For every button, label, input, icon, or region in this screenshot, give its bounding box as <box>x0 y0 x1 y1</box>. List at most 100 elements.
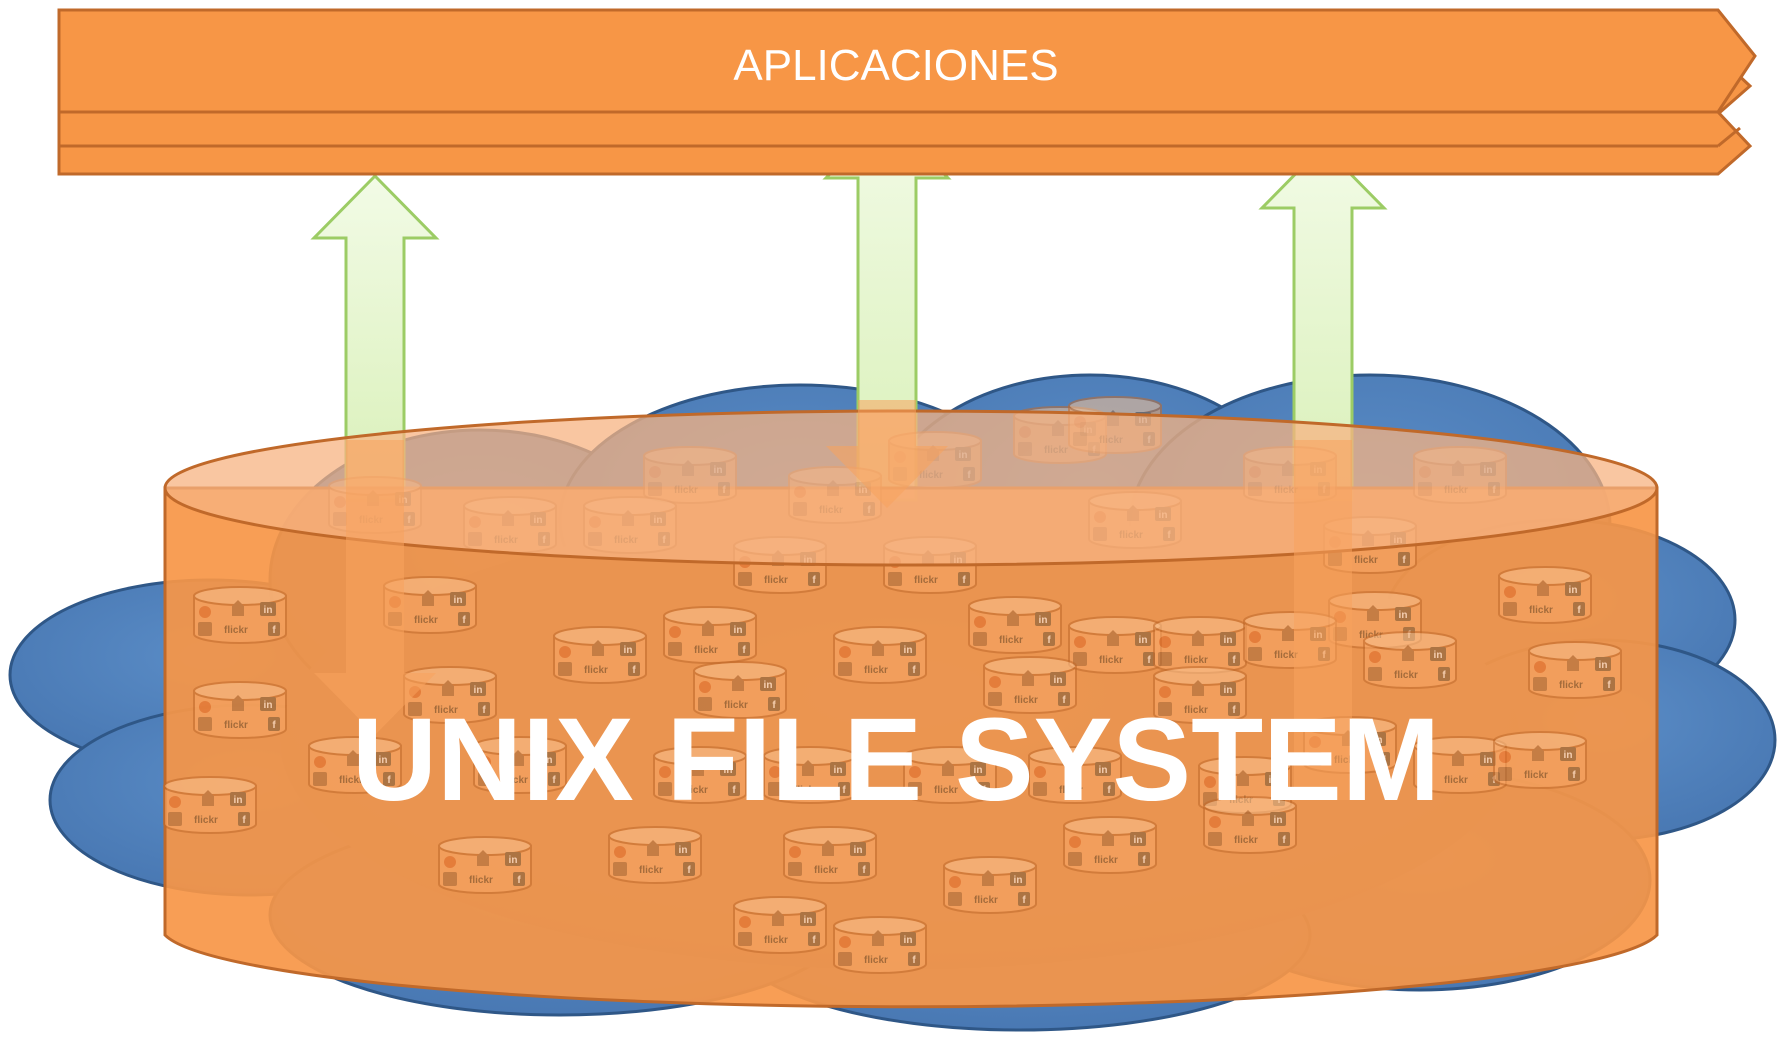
flickr-label: flickr <box>814 865 838 876</box>
rss-icon <box>1069 836 1081 848</box>
applications-banner: APLICACIONES <box>57 8 1757 176</box>
flickr-app-icon <box>408 702 422 716</box>
flickr-app-icon <box>1368 667 1382 681</box>
linkedin-icon <box>1595 657 1611 671</box>
flickr-app-icon <box>838 952 852 966</box>
facebook-icon <box>628 662 640 676</box>
linkedin-label: in <box>1484 755 1493 766</box>
flickr-label: flickr <box>1529 605 1553 616</box>
facebook-icon <box>858 862 870 876</box>
rss-icon <box>659 766 671 778</box>
linkedin-icon <box>540 752 556 766</box>
facebook-icon <box>1058 692 1070 706</box>
firefox-icon <box>872 640 884 656</box>
flickr-app-icon <box>668 642 682 656</box>
facebook-label: f <box>1607 680 1611 691</box>
flickr-label: flickr <box>1274 650 1298 661</box>
flickr-label: flickr <box>1014 695 1038 706</box>
facebook-icon <box>1603 677 1615 691</box>
linkedin-icon <box>375 752 391 766</box>
linkedin-icon <box>1220 632 1236 646</box>
linkedin-label: in <box>1564 750 1573 761</box>
linkedin-label: in <box>804 915 813 926</box>
linkedin-label: in <box>1224 685 1233 696</box>
flickr-app-icon <box>313 772 327 786</box>
facebook-label: f <box>1282 835 1286 846</box>
facebook-icon <box>1568 767 1580 781</box>
facebook-label: f <box>842 785 846 796</box>
rss-icon <box>559 646 571 658</box>
rss-icon <box>1499 751 1511 763</box>
linkedin-icon <box>830 762 846 776</box>
linkedin-icon <box>900 642 916 656</box>
linkedin-label: in <box>1039 615 1048 626</box>
facebook-icon <box>1228 702 1240 716</box>
flickr-label: flickr <box>1354 555 1378 566</box>
firefox-icon <box>592 640 604 656</box>
flickr-label: flickr <box>934 785 958 796</box>
flickr-label: flickr <box>1094 855 1118 866</box>
linkedin-icon <box>1265 772 1281 786</box>
flickr-app-icon <box>698 697 712 711</box>
facebook-label: f <box>387 775 391 786</box>
flickr-label: flickr <box>639 865 663 876</box>
facebook-label: f <box>272 625 276 636</box>
firefox-icon <box>1452 750 1464 766</box>
flickr-label: flickr <box>224 625 248 636</box>
linkedin-label: in <box>679 845 688 856</box>
firefox-icon <box>1102 830 1114 846</box>
flickr-app-icon <box>198 622 212 636</box>
firefox-icon <box>442 680 454 696</box>
rss-icon <box>839 936 851 948</box>
linkedin-icon <box>720 762 736 776</box>
flickr-app-icon <box>1033 782 1047 796</box>
linkedin-icon <box>1560 747 1576 761</box>
facebook-icon <box>908 662 920 676</box>
facebook-label: f <box>517 875 521 886</box>
flickr-app-icon <box>888 572 902 586</box>
rss-icon <box>949 876 961 888</box>
facebook-icon <box>1228 652 1240 666</box>
facebook-label: f <box>1147 655 1151 666</box>
flickr-label: flickr <box>469 875 493 886</box>
facebook-label: f <box>482 705 486 716</box>
flickr-label: flickr <box>694 645 718 656</box>
flickr-app-icon <box>168 812 182 826</box>
facebook-icon <box>548 772 560 786</box>
facebook-icon <box>1043 632 1055 646</box>
linkedin-icon <box>260 697 276 711</box>
flickr-app-icon <box>1498 767 1512 781</box>
flickr-app-icon <box>1418 772 1432 786</box>
facebook-label: f <box>732 785 736 796</box>
flickr-app-icon <box>738 932 752 946</box>
flickr-app-icon <box>948 892 962 906</box>
linkedin-label: in <box>624 645 633 656</box>
facebook-label: f <box>742 645 746 656</box>
facebook-icon <box>838 782 850 796</box>
linkedin-icon <box>620 642 636 656</box>
flickr-label: flickr <box>194 815 218 826</box>
flickr-label: flickr <box>1184 705 1208 716</box>
facebook-icon <box>1438 667 1450 681</box>
linkedin-icon <box>850 842 866 856</box>
linkedin-icon <box>1130 832 1146 846</box>
facebook-icon <box>808 932 820 946</box>
rss-icon <box>199 606 211 618</box>
linkedin-icon <box>470 682 486 696</box>
linkedin-icon <box>1220 682 1236 696</box>
facebook-icon <box>768 697 780 711</box>
firefox-icon <box>942 760 954 776</box>
facebook-label: f <box>632 665 636 676</box>
firefox-icon <box>1537 580 1549 596</box>
